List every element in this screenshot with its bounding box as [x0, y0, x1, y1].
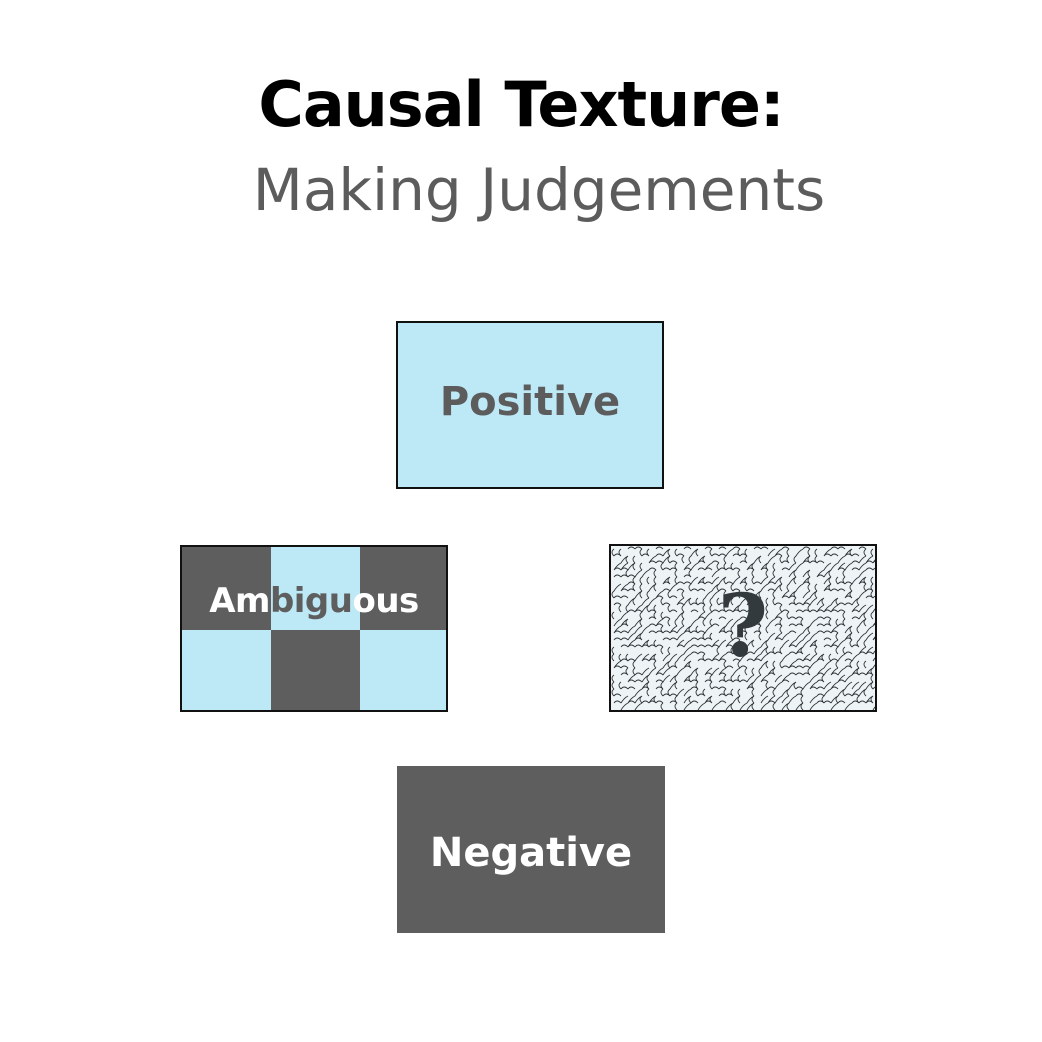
maze-lines: [611, 546, 875, 710]
question-mark: ?: [717, 576, 769, 677]
checker-cell: [182, 630, 271, 710]
checker-cell: [360, 630, 446, 710]
ambiguous-label-part-1: Am: [209, 581, 270, 621]
positive-label: Positive: [439, 379, 621, 425]
negative-box: Negative: [397, 766, 665, 933]
title-line-1: Causal Texture:: [258, 68, 784, 141]
checker-cell: [360, 547, 446, 630]
ambiguous-label-part-3: ous: [352, 581, 419, 621]
checker-cell: [271, 547, 360, 630]
ambiguous-label: Ambiguous: [182, 581, 446, 621]
ambiguous-label-part-2: bigu: [269, 581, 353, 621]
title-line-2: Making Judgements: [252, 156, 826, 224]
checker-cell: [271, 630, 360, 710]
unknown-box: ?: [609, 544, 877, 712]
negative-label: Negative: [429, 830, 633, 876]
positive-box: Positive: [396, 321, 664, 489]
ambiguous-box: Ambiguous: [180, 545, 448, 712]
maze-texture: [611, 546, 875, 710]
checker-cell: [182, 547, 271, 630]
